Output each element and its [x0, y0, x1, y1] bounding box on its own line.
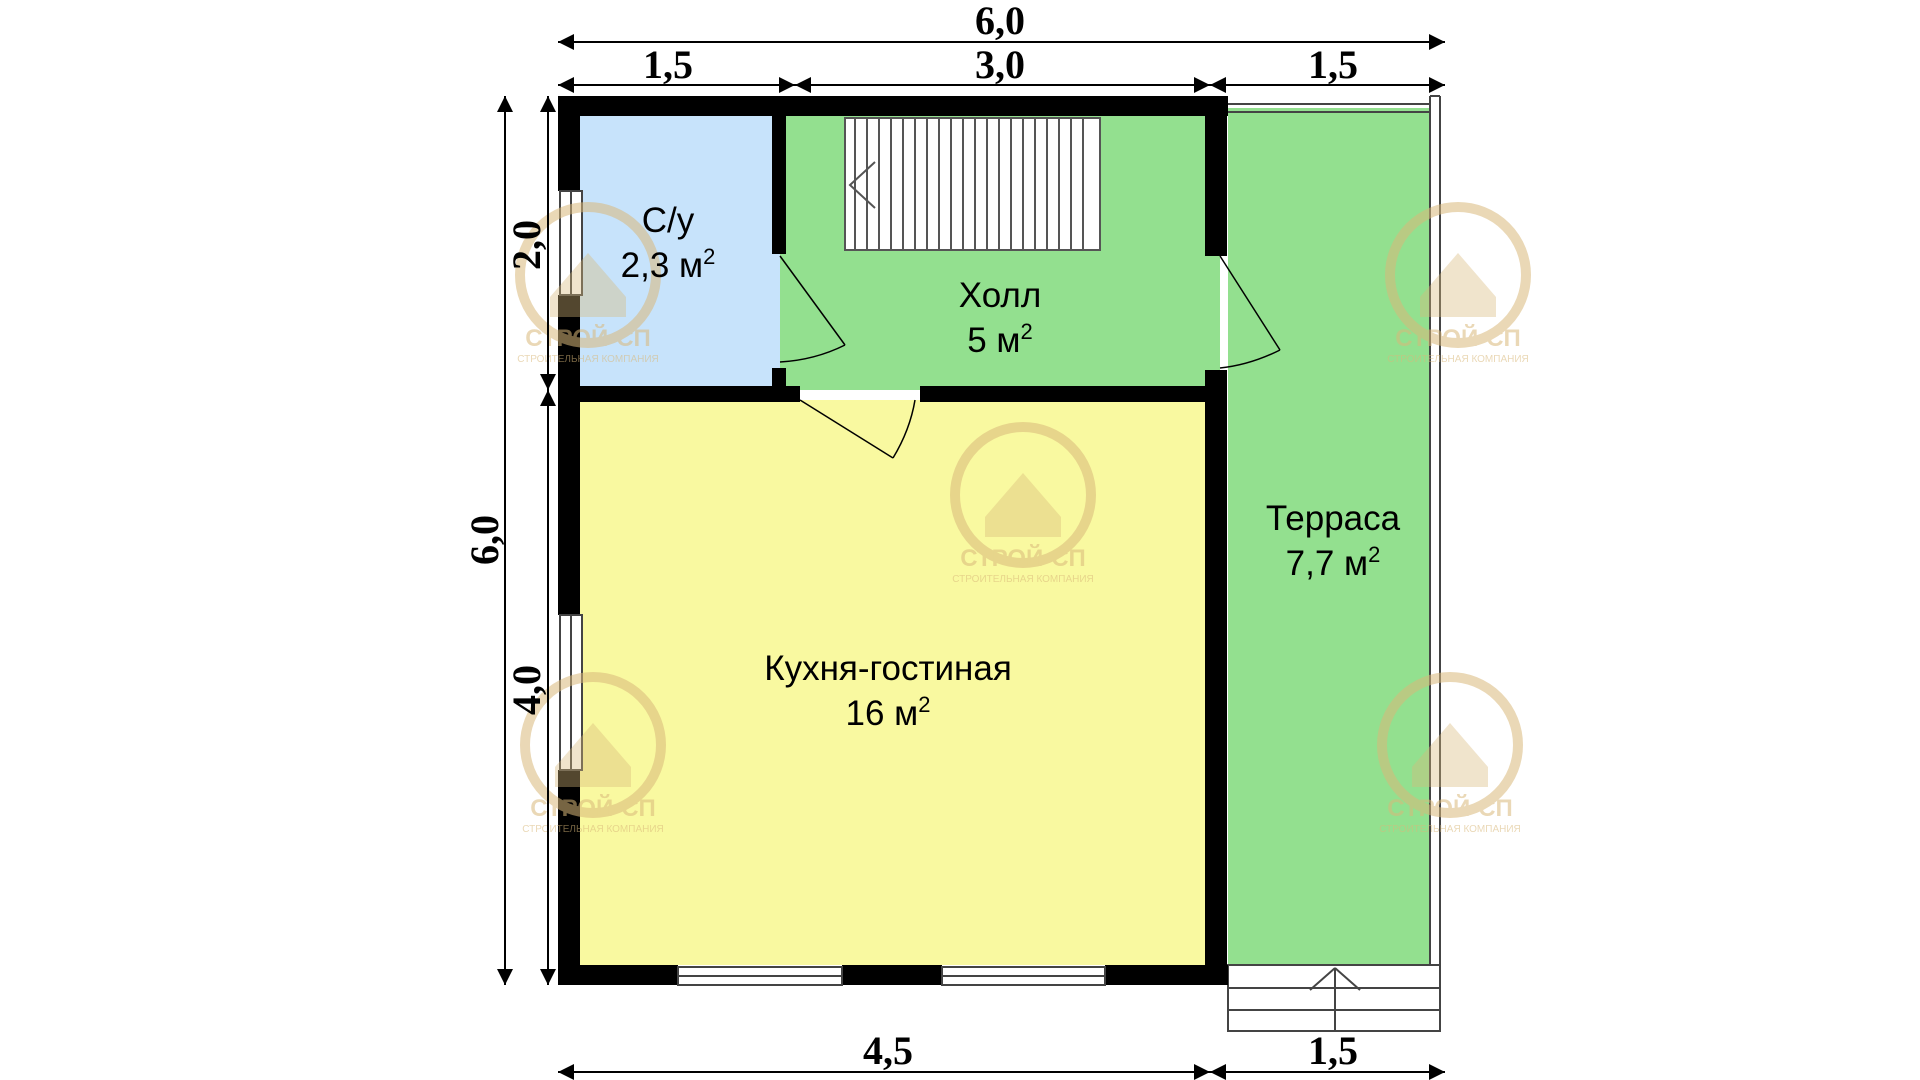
- watermark-logo-icon: [950, 422, 1096, 568]
- watermark-tagline: СТРОИТЕЛЬНАЯ КОМПАНИЯ: [1387, 354, 1529, 365]
- bathroom-name: С/у: [642, 201, 695, 240]
- watermark: СТРОЙ-СП СТРОИТЕЛЬНАЯ КОМПАНИЯ: [950, 422, 1096, 585]
- watermark-logo-icon: [1377, 672, 1523, 818]
- wall-mid-right: [920, 386, 1205, 402]
- dim-left-lower: 4,0: [504, 665, 549, 715]
- terrace-railing: [1228, 95, 1441, 965]
- watermark-tagline: СТРОИТЕЛЬНАЯ КОМПАНИЯ: [1379, 824, 1521, 835]
- dim-top-right: 1,5: [1308, 42, 1358, 87]
- watermark-logo-icon: [515, 202, 661, 348]
- wall-right-upper: [1205, 96, 1227, 256]
- wall-bath-hall: [772, 116, 786, 254]
- wall-left-mid: [558, 295, 580, 615]
- watermark-brand: СТРОЙ-СП: [1395, 324, 1521, 352]
- watermark: СТРОЙ-СП СТРОИТЕЛЬНАЯ КОМПАНИЯ: [1385, 202, 1531, 365]
- wall-left-lower: [558, 770, 580, 985]
- wall-bottom-2: [842, 965, 942, 985]
- watermark-brand: СТРОЙ-СП: [960, 544, 1086, 572]
- watermarks: СТРОЙ-СП СТРОИТЕЛЬНАЯ КОМПАНИЯ СТРОЙ-СП …: [515, 202, 1531, 835]
- staircase: [844, 117, 1101, 251]
- dim-top-middle: 3,0: [975, 42, 1025, 87]
- watermark-brand: СТРОЙ-СП: [530, 794, 656, 822]
- bathroom-area-label: 2,3 м2: [621, 244, 716, 285]
- dim-left-upper: 2,0: [504, 220, 549, 270]
- dim-left-total: 6,0: [462, 515, 507, 565]
- bathroom-area: [580, 115, 780, 390]
- wall-bottom-3: [1105, 965, 1228, 985]
- kitchen-area: [580, 400, 1205, 965]
- hall-name: Холл: [959, 276, 1042, 315]
- kitchen-area-label: 16 м2: [846, 692, 931, 733]
- watermark-logo-icon: [1385, 202, 1531, 348]
- watermark-logo-icon: [520, 672, 666, 818]
- wall-right-lower: [1205, 370, 1227, 985]
- windows: [559, 190, 1106, 986]
- dim-bottom-left: 4,5: [863, 1028, 913, 1073]
- terrace-name: Терраса: [1266, 499, 1401, 538]
- wall-bottom-1: [558, 965, 678, 985]
- watermark-brand: СТРОЙ-СП: [1387, 794, 1513, 822]
- dimension-lines: [497, 34, 1445, 1080]
- walls: [558, 96, 1228, 985]
- wall-top: [558, 96, 1228, 116]
- dim-top-total: 6,0: [975, 0, 1025, 43]
- watermark: СТРОЙ-СП СТРОИТЕЛЬНАЯ КОМПАНИЯ: [1377, 672, 1523, 835]
- dim-bottom-right: 1,5: [1308, 1028, 1358, 1073]
- kitchen-name: Кухня-гостиная: [764, 649, 1012, 688]
- dim-top-left: 1,5: [643, 42, 693, 87]
- hall-area-label: 5 м2: [967, 319, 1033, 360]
- wall-left-upper: [558, 96, 580, 191]
- watermark-tagline: СТРОИТЕЛЬНАЯ КОМПАНИЯ: [517, 354, 659, 365]
- doors: [779, 255, 1281, 459]
- terrace-area-label: 7,7 м2: [1286, 542, 1381, 583]
- watermark-tagline: СТРОИТЕЛЬНАЯ КОМПАНИЯ: [952, 574, 1094, 585]
- watermark-brand: СТРОЙ-СП: [525, 324, 651, 352]
- wall-mid-left: [580, 386, 800, 402]
- terrace-steps: [1227, 964, 1441, 1032]
- watermark-tagline: СТРОИТЕЛЬНАЯ КОМПАНИЯ: [522, 824, 664, 835]
